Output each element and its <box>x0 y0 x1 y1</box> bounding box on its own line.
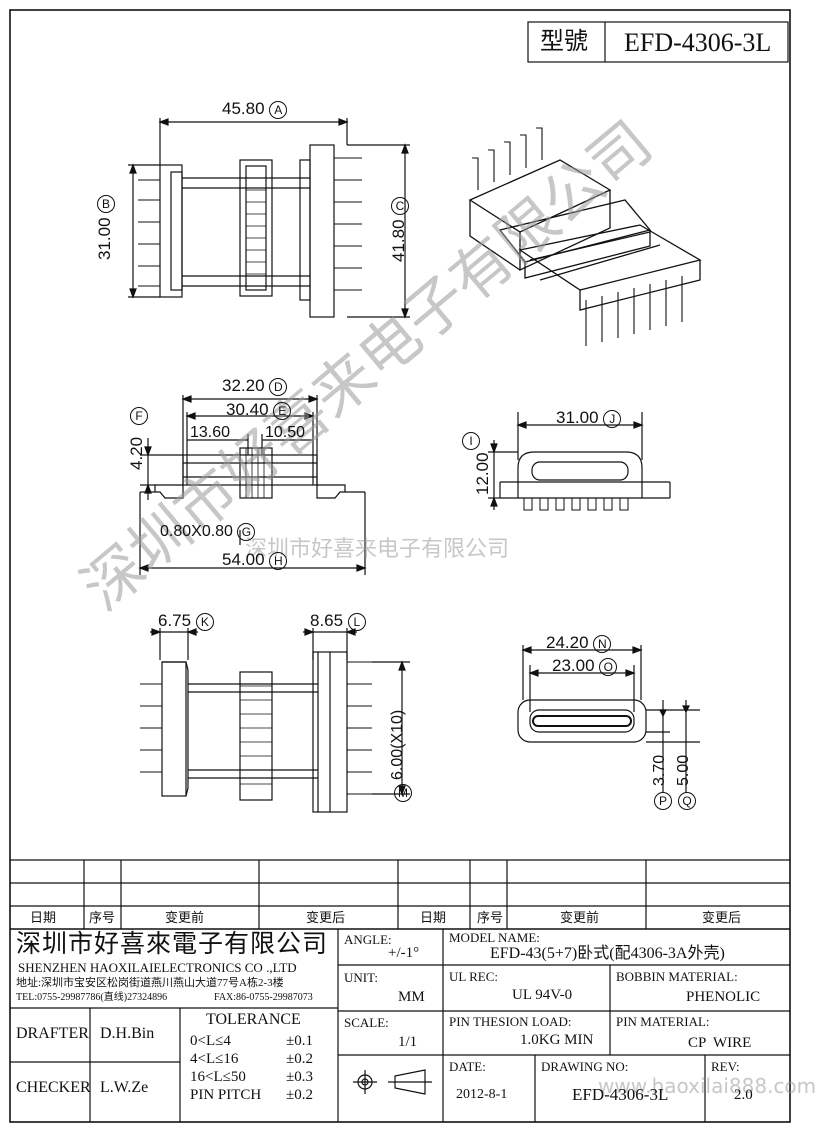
dim-b: 31.00 B <box>95 194 115 260</box>
dim-i: 12.00 <box>473 452 492 495</box>
pin-material-label: PIN MATERIAL: <box>616 1014 710 1029</box>
callout-g: G <box>237 523 256 541</box>
tolerance-value-3: ±0.3 <box>286 1069 313 1085</box>
dim-m: 6.00(X10) <box>389 709 406 780</box>
dim-s1: 13.60 <box>190 424 231 441</box>
callout-i: I <box>462 432 480 450</box>
projection-symbol-icon <box>350 1066 436 1098</box>
rev-label: REV: <box>711 1059 740 1074</box>
checker-label: CHECKER <box>16 1079 91 1096</box>
company-address: 地址:深圳市宝安区松岗街道燕川燕山大道77号A栋2-3楼 <box>16 977 284 989</box>
drafter-name: D.H.Bin <box>100 1025 155 1042</box>
ul-rec-label: UL REC: <box>449 969 498 984</box>
callout-o: O <box>599 658 618 676</box>
callout-p: P <box>654 792 672 810</box>
model-name-value: EFD-43(5+7)卧式(配4306-3A外壳) <box>490 945 725 962</box>
dim-e: 30.40 E <box>226 401 292 420</box>
rev-value: 2.0 <box>734 1087 753 1103</box>
callout-b: B <box>97 194 115 213</box>
callout-l: L <box>347 613 366 631</box>
callout-m: M <box>394 784 412 802</box>
tolerance-value-1: ±0.1 <box>286 1033 313 1049</box>
ul-rec-value: UL 94V-0 <box>512 987 573 1003</box>
callout-h: H <box>269 552 288 570</box>
callout-e: E <box>273 402 292 420</box>
dim-o: 23.00 O <box>552 657 618 676</box>
dim-f: 4.20 <box>127 436 146 470</box>
unit-label: UNIT: <box>344 970 379 985</box>
callout-q: Q <box>678 792 696 810</box>
dim-h: 54.00 H <box>222 551 288 570</box>
tolerance-range-3: 16<L≤50 <box>190 1069 246 1085</box>
callout-f: F <box>130 407 148 425</box>
dim-q: 5.00 <box>675 754 692 786</box>
rev-header-after-1: 变更后 <box>306 910 346 925</box>
drafter-label: DRAFTER <box>16 1025 89 1042</box>
dim-k: 6.75 K <box>158 612 214 631</box>
dim-l: 8.65 L <box>310 612 366 631</box>
dim-a: 45.80 A <box>222 100 288 119</box>
bobbin-material-value: PHENOLIC <box>686 989 761 1005</box>
pin-material-value: CP WIRE <box>688 1035 752 1051</box>
callout-c: C <box>391 196 409 215</box>
angle-label: ANGLE: <box>344 932 392 947</box>
rev-header-seq-2: 序号 <box>477 910 504 925</box>
tolerance-range-4: PIN PITCH <box>190 1087 262 1103</box>
pin-load-value: 1.0KG MIN <box>520 1032 594 1048</box>
unit-value: MM <box>398 989 425 1005</box>
scale-label: SCALE: <box>344 1015 389 1030</box>
checker-name: L.W.Ze <box>100 1079 149 1096</box>
rev-header-before-1: 变更前 <box>165 910 205 925</box>
company-name-cn: 深圳市好喜來電子有限公司 <box>16 931 329 958</box>
dim-g: 0.80X0.80 G <box>160 523 256 541</box>
callout-k: K <box>195 613 214 631</box>
drawing-no-value: EFD-4306-3L <box>572 1085 669 1104</box>
drawing-no-label: DRAWING NO: <box>541 1059 629 1074</box>
dim-s2: 10.50 <box>265 424 306 441</box>
dim-p: 3.70 <box>651 754 668 786</box>
dim-d: 32.20 D <box>222 377 288 396</box>
rev-header-seq-1: 序号 <box>89 910 116 925</box>
dim-j: 31.00 J <box>556 409 622 428</box>
rev-header-date-2: 日期 <box>420 910 447 925</box>
tolerance-value-4: ±0.2 <box>286 1087 313 1103</box>
rev-header-date-1: 日期 <box>30 910 57 925</box>
callout-j: J <box>603 410 622 428</box>
pin-load-label: PIN THESION LOAD: <box>449 1014 572 1029</box>
date-label: DATE: <box>449 1059 486 1074</box>
model-name-label: MODEL NAME: <box>449 930 540 945</box>
model-box-value: EFD-4306-3L <box>624 28 772 57</box>
scale-value: 1/1 <box>398 1034 418 1050</box>
model-box-label: 型號 <box>540 29 588 55</box>
tolerance-range-2: 4<L≤16 <box>190 1051 239 1067</box>
company-tel: TEL:0755-29987786(直线)27324896 <box>16 992 168 1003</box>
tolerance-title: TOLERANCE <box>206 1011 301 1028</box>
bobbin-material-label: BOBBIN MATERIAL: <box>616 969 738 984</box>
dim-c: 41.80 C <box>389 196 409 262</box>
callout-a: A <box>269 101 288 119</box>
date-value: 2012-8-1 <box>456 1087 508 1102</box>
angle-value: +/-1° <box>388 945 420 961</box>
tolerance-value-2: ±0.2 <box>286 1051 313 1067</box>
tolerance-range-1: 0<L≤4 <box>190 1033 231 1049</box>
callout-d: D <box>269 378 288 396</box>
rev-header-before-2: 变更前 <box>560 910 600 925</box>
company-name-en: SHENZHEN HAOXILAIELECTRONICS CO .,LTD <box>18 960 297 975</box>
company-fax: FAX:86-0755-29987073 <box>214 992 313 1003</box>
dim-n: 24.20 N <box>546 634 612 653</box>
callout-n: N <box>593 635 612 653</box>
rev-header-after-2: 变更后 <box>702 910 742 925</box>
